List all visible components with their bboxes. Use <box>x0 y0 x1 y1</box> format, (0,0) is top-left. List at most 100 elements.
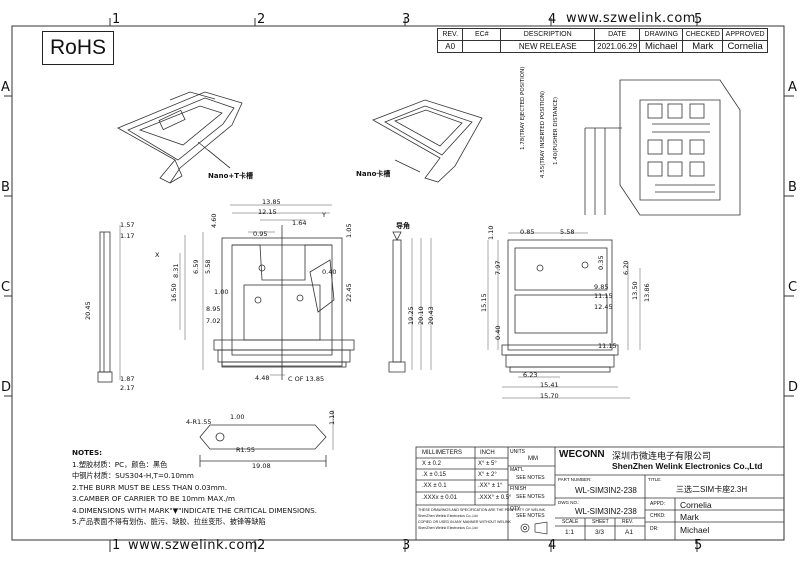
approved-value: Cornelia <box>722 40 768 53</box>
tb-dr: Michael <box>680 525 710 535</box>
dim-1-10-bottom: 1.10 <box>328 410 336 425</box>
dim-7-97: 7.97 <box>494 260 502 275</box>
tb-inch: INCH <box>480 450 495 456</box>
bottom-pin-view <box>199 424 327 467</box>
dim-5-58-right: 5.58 <box>560 228 575 236</box>
notes-block: NOTES: 1.塑胶材质：PC，颜色：黑色 中钢片材质：SUS304-H,T=… <box>72 447 317 528</box>
tb-appd-label: APPD: <box>650 501 666 507</box>
tb-finish-label: FINISH <box>510 486 527 492</box>
dim-13-85: 13.85 <box>262 198 281 206</box>
rev-header: REV. <box>436 28 464 41</box>
tb-scale-label: SCALE <box>562 519 579 525</box>
dim-8-31: 8.31 <box>172 263 180 278</box>
tb-tol-mm-3: .XXXx ± 0.01 <box>422 495 457 501</box>
dim-15-41: 15.41 <box>540 381 559 389</box>
dim-1-10: 1.10 <box>487 225 495 240</box>
dim-1-64: 1.64 <box>292 219 307 227</box>
dim-20-45: 20.45 <box>84 301 92 320</box>
dim-5-58: 5.58 <box>204 259 212 274</box>
zone-left-d: D <box>1 380 12 395</box>
iso-tray-right <box>372 99 483 183</box>
zone-top-1: 1 <box>112 12 121 27</box>
tb-disclaimer-1: THESE DRAWINGS AND SPECIFICATION ARE THE… <box>418 508 545 512</box>
callout-tray-inserted: 4.55(TRAY INSERTED POSITION) <box>540 90 546 178</box>
front-view <box>213 225 355 380</box>
tb-part-number: WL-SIM3IN2-238 <box>575 486 637 495</box>
tb-tol-mm-0: X ± 0.2 <box>422 461 441 467</box>
date-value: 2021.06.29 <box>594 40 641 53</box>
zone-left-c: C <box>1 280 11 295</box>
tb-tol-mm-2: .XX ± 0.1 <box>422 483 447 489</box>
tb-millimeters: MILLIMETERS <box>422 450 463 456</box>
description-value: NEW RELEASE <box>500 40 596 53</box>
zone-bottom-3: 3 <box>402 538 411 553</box>
zone-top-5: 5 <box>694 12 703 27</box>
zone-right-a: A <box>788 80 797 95</box>
dim-13-50: 13.50 <box>631 281 639 300</box>
dim-20-10: 20.10 <box>417 306 425 325</box>
dim-15-15: 15.15 <box>480 293 488 312</box>
zone-left-a: A <box>1 80 10 95</box>
projection-symbol <box>520 521 548 535</box>
dim-9-85: 9.85 <box>594 283 609 291</box>
zone-right-d: D <box>788 380 799 395</box>
drawing-value: Michael <box>639 40 684 53</box>
ec-header: EC# <box>462 28 502 41</box>
tb-disclaimer-4: ShenZhen Welink Electronics Co.,Ltd <box>418 526 478 530</box>
axis-x-label: X <box>155 251 160 259</box>
notes-title: NOTES: <box>72 448 102 457</box>
dim-6-59: 6.59 <box>192 259 200 274</box>
dim-4-60: 4.60 <box>210 213 218 228</box>
tb-scale: 1:1 <box>565 529 575 536</box>
tb-title-value: 三选二SIM卡座2.3H <box>676 485 748 494</box>
zone-bottom-4: 4 <box>548 538 557 553</box>
tb-dwg-no: WL-SIM3IN2-238 <box>575 507 637 516</box>
dim-7-02: 7.02 <box>206 317 221 325</box>
note-line-5: 5.产品表面不得有划伤、脏污、缺胶、拉丝变形、披锋等缺陷 <box>72 517 266 526</box>
dim-8-95: 8.95 <box>206 305 221 313</box>
dim-12-45: 12.45 <box>594 303 613 311</box>
dim-22-45: 22.45 <box>345 283 353 302</box>
tb-units-value: MM <box>528 456 538 462</box>
tb-appd: Cornelia <box>680 500 712 510</box>
center-mark-label: C OF 13.85 <box>288 375 325 383</box>
right-view <box>501 239 619 373</box>
tb-tol-mm-1: .X ± 0.15 <box>422 472 446 478</box>
checked-value: Mark <box>682 40 724 53</box>
dim-0-95: 0.95 <box>253 230 268 238</box>
dim-16-50: 16.50 <box>170 283 178 302</box>
dim-2-17: 2.17 <box>120 384 135 392</box>
website-top: www.szwelink.com <box>566 11 696 26</box>
tb-chkd: Mark <box>680 512 699 522</box>
rev-value: A0 <box>436 40 464 53</box>
dim-15-70: 15.70 <box>540 392 559 400</box>
tb-tol-deg-1: X° ± 2° <box>478 472 497 478</box>
company-en: ShenZhen Welink Electronics Co.,Ltd <box>612 461 763 471</box>
date-header: DATE <box>594 28 641 41</box>
dim-4-r1-55: 4-R1.55 <box>186 418 212 426</box>
drawing-header: DRAWING <box>639 28 684 41</box>
zone-bottom-2: 2 <box>257 538 266 553</box>
tb-title-label: TITLE: <box>648 477 662 482</box>
chamfer-label: 导角 <box>396 222 410 230</box>
zone-top-2: 2 <box>257 12 266 27</box>
approved-header: APPROVED <box>722 28 768 41</box>
ec-value <box>462 40 502 53</box>
dim-1-00: 1.00 <box>214 288 229 296</box>
company-cn: 深圳市微连电子有限公司 <box>612 451 712 461</box>
zone-top-3: 3 <box>402 12 411 27</box>
dim-19-08: 19.08 <box>252 462 271 470</box>
dim-20-43: 20.43 <box>427 306 435 325</box>
tb-chkd-label: CHKD: <box>650 513 666 519</box>
tb-units-label: UNITS <box>510 449 525 455</box>
tb-part-number-label: PART NUMBER: <box>558 477 592 482</box>
iso-right-label: Nano卡槽 <box>356 170 391 178</box>
tb-disclaimer-2: ShenZhen Welink Electronics Co.,Ltd <box>418 514 478 518</box>
note-line-3: 3.CAMBER OF CARRIER TO BE 10mm MAX./m <box>72 494 235 503</box>
dim-1-05: 1.05 <box>345 223 353 238</box>
callout-pusher: 1.40(PUSHER DISTANCE) <box>553 96 559 165</box>
tb-qty-value: SEE NOTES <box>516 513 545 519</box>
dim-0-40: 0.40 <box>322 268 337 276</box>
dim-0-35: 0.35 <box>597 255 605 270</box>
